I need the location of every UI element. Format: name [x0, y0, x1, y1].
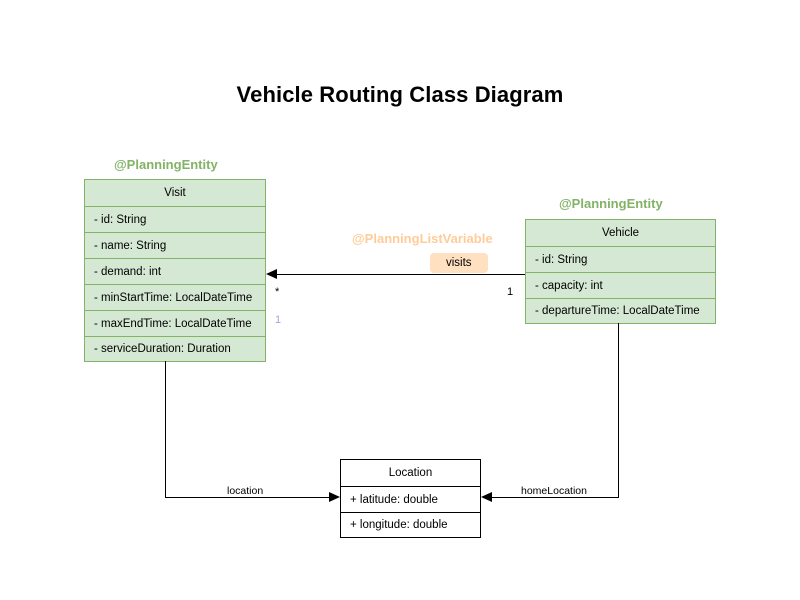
edge-visits-arrowhead	[266, 269, 277, 279]
class-name-location: Location	[340, 459, 481, 486]
class-attribute: - maxEndTime: LocalDateTime	[84, 310, 266, 336]
class-attribute: + latitude: double	[340, 486, 481, 512]
class-attribute: - id: String	[84, 206, 266, 232]
edge-label-home-location: homeLocation	[519, 485, 589, 497]
multiplicity-visits-source: 1	[507, 286, 514, 298]
class-attribute: - capacity: int	[525, 272, 716, 298]
class-attribute: - departureTime: LocalDateTime	[525, 298, 716, 324]
class-name-vehicle: Vehicle	[525, 219, 716, 246]
class-attribute: + longitude: double	[340, 512, 481, 538]
class-name-visit: Visit	[84, 179, 266, 206]
edge-label-visits: visits	[430, 253, 488, 273]
edge-location-vertical	[165, 361, 166, 498]
multiplicity-visits-extra: 1	[275, 314, 282, 326]
class-box-visit[interactable]: Visit - id: String - name: String - dema…	[84, 179, 266, 362]
annotation-planning-list-variable: @PlanningListVariable	[352, 231, 493, 246]
edge-location-arrowhead	[329, 492, 340, 502]
class-attribute: - minStartTime: LocalDateTime	[84, 284, 266, 310]
edge-home-location-arrowhead	[481, 492, 492, 502]
annotation-vehicle-planning-entity: @PlanningEntity	[559, 196, 663, 211]
class-attribute: - id: String	[525, 246, 716, 272]
multiplicity-visits-target: *	[275, 286, 280, 298]
edge-label-location: location	[225, 485, 266, 497]
class-attribute: - demand: int	[84, 258, 266, 284]
class-attribute: - serviceDuration: Duration	[84, 336, 266, 362]
edge-home-location-vertical	[618, 323, 619, 498]
class-box-location[interactable]: Location + latitude: double + longitude:…	[340, 459, 481, 538]
page-title: Vehicle Routing Class Diagram	[236, 82, 564, 107]
annotation-visit-planning-entity: @PlanningEntity	[114, 157, 218, 172]
edge-visits-line	[277, 274, 525, 275]
class-attribute: - name: String	[84, 232, 266, 258]
class-box-vehicle[interactable]: Vehicle - id: String - capacity: int - d…	[525, 219, 716, 324]
edge-home-location-horizontal	[492, 497, 619, 498]
edge-location-horizontal	[165, 497, 329, 498]
